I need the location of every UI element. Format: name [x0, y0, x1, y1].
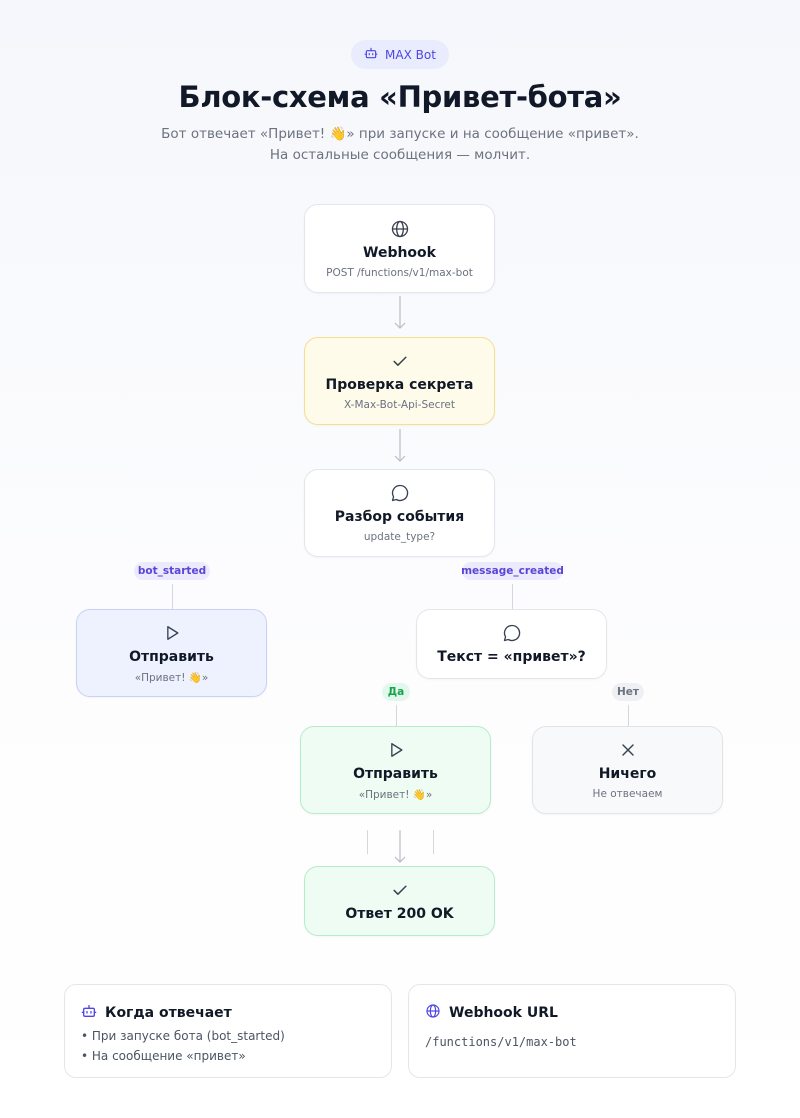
webhook-url-value[interactable]: /functions/v1/max-bot [425, 1035, 577, 1049]
node-title: Ответ 200 OK [345, 906, 454, 922]
card-title: Webhook URL [449, 1005, 558, 1021]
arrow-webhook-to-secret [394, 296, 406, 329]
tag-no: Нет [612, 683, 644, 701]
card-webhook-url: Webhook URL /functions/v1/max-bot [408, 984, 736, 1078]
node-title: Отправить [129, 648, 214, 665]
card-when-responds: Когда отвечает • При запуске бота (bot_s… [64, 984, 392, 1078]
node-subtitle: Не отвечаем [592, 788, 663, 800]
node-title: Ничего [598, 766, 657, 782]
tag-message-created: message_created [461, 562, 564, 580]
page-subtitle: Бот отвечает «Привет! 👋» при запуске и н… [0, 124, 800, 166]
badge-label: MAX Bot [385, 47, 436, 62]
node-webhook: Webhook POST /functions/v1/max-bot [304, 204, 495, 293]
node-secret-check: Проверка секрета X-Max-Bot-Api-Secret [304, 337, 495, 425]
arrow-secret-to-parse [394, 429, 406, 462]
bot-icon [81, 1003, 97, 1023]
node-subtitle: «Привет! 👋» [134, 671, 209, 684]
globe-icon [425, 1003, 441, 1023]
connector-bot-started [172, 584, 173, 609]
message-icon [502, 623, 522, 643]
connector-message-created [512, 584, 513, 609]
subtitle-line-1: Бот отвечает «Привет! 👋» при запуске и н… [161, 126, 639, 142]
node-subtitle: X-Max-Bot-Api-Secret [344, 399, 455, 411]
node-title: Текст = «привет»? [437, 649, 586, 665]
connector-no [628, 705, 629, 726]
node-text-check: Текст = «привет»? [416, 609, 607, 679]
connector-yes [396, 705, 397, 726]
bot-icon [364, 46, 378, 63]
connector-merge-right [433, 830, 434, 854]
tag-yes: Да [382, 683, 410, 701]
card-header: Когда отвечает [81, 1003, 375, 1023]
check-icon [390, 880, 410, 900]
node-parse-event: Разбор события update_type? [304, 469, 495, 557]
node-title: Webhook [363, 244, 436, 261]
globe-icon [390, 219, 410, 239]
node-title: Проверка секрета [325, 377, 474, 393]
play-icon [386, 740, 406, 760]
node-title: Разбор события [334, 509, 465, 525]
arrow-to-ok [394, 830, 406, 863]
node-send-yes: Отправить «Привет! 👋» [300, 726, 491, 814]
check-icon [390, 351, 410, 371]
list-item: • При запуске бота (bot_started) [81, 1029, 285, 1043]
tag-bot-started: bot_started [134, 562, 210, 580]
x-icon [618, 740, 638, 760]
card-header: Webhook URL [425, 1003, 719, 1023]
node-subtitle: POST /functions/v1/max-bot [326, 266, 473, 279]
connector-merge-left [367, 830, 368, 854]
list-item: • На сообщение «привет» [81, 1049, 246, 1063]
node-nothing: Ничего Не отвечаем [532, 726, 723, 814]
card-title: Когда отвечает [105, 1005, 232, 1021]
node-subtitle: update_type? [363, 531, 436, 543]
play-icon [162, 623, 182, 643]
page-title: Блок-схема «Привет-бота» [178, 80, 622, 114]
node-send-start: Отправить «Привет! 👋» [76, 609, 267, 697]
node-ok-response: Ответ 200 OK [304, 866, 495, 936]
node-title: Отправить [353, 765, 438, 782]
node-subtitle: «Привет! 👋» [358, 788, 433, 801]
max-bot-badge: MAX Bot [351, 40, 449, 69]
message-icon [390, 483, 410, 503]
subtitle-line-2: На остальные сообщения — молчит. [269, 147, 531, 163]
